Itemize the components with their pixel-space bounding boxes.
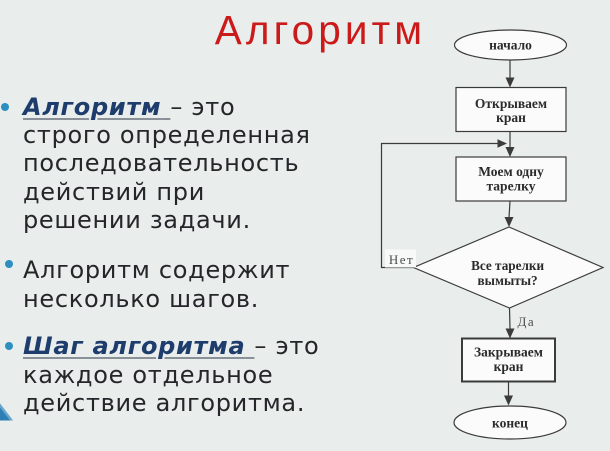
flowchart-close-tap-line1: Закрываем [474,344,543,359]
yes-label: Да [518,314,536,329]
flowchart-wash-plate-line1: Моем одну [478,164,544,179]
flowchart-open-tap-line1: Открываем [475,96,547,111]
bullet-text: – это [170,92,236,121]
flowchart-end-label: конец [492,415,528,430]
flow-arrow-line [508,307,511,330]
term-algorithm-step: Шаг алгоритма [23,332,246,361]
bullet-item-step-definition: Шаг алгоритма – это каждое отдельное дейс… [23,332,319,417]
arrowhead-icon [497,139,507,148]
arrowhead-icon [505,147,515,157]
bullet-item-steps: Алгоритм содержит несколько шагов. [23,256,290,313]
flowchart-end-shape [453,405,567,440]
flowchart: начало Открываем кран Моем одну тарелку … [380,29,605,440]
bullet-text: каждое отдельное [23,360,274,389]
bullet-text: действие алгоритма. [23,388,306,417]
flowchart-decision-line1: Все тарелки [471,258,544,273]
bullet-dot-icon [5,341,13,350]
arrowhead-icon [505,77,515,88]
bullet-text: решении задачи. [23,206,251,235]
slide-title: Алгоритм [214,7,427,54]
flowchart-decision-line2: вымыты? [478,273,538,288]
no-label-bg [385,249,416,268]
bullet-text: последовательность [23,149,300,178]
bullet-text: несколько шагов. [23,284,260,313]
flowchart-wash-plate-line2: тарелку [487,179,536,194]
bullet-text: действий при [23,177,206,206]
flowchart-start-label: начало [489,38,532,53]
flowchart-wash-plate-shape [455,156,567,202]
bullet-text: Алгоритм содержит [23,256,291,285]
flowchart-close-tap-line2: кран [494,359,524,374]
no-label: Нет [389,252,414,267]
bullet-dot-icon [1,103,9,112]
flowchart-open-tap-shape [455,86,567,133]
bullet-text: – это [254,332,320,361]
flow-arrow-line [508,200,511,219]
corner-decoration-icon [0,403,13,421]
bullet-item-definition: Алгоритм – это строго определенная послед… [23,93,311,235]
arrowhead-icon [504,395,513,406]
term-algorithm: Алгоритм [23,92,162,121]
arrowhead-icon [504,217,514,227]
flowchart-open-tap-line2: кран [496,110,526,125]
bullet-dot-icon [4,260,13,268]
bullet-text: строго определенная [23,120,311,149]
arrowhead-icon [505,328,515,339]
